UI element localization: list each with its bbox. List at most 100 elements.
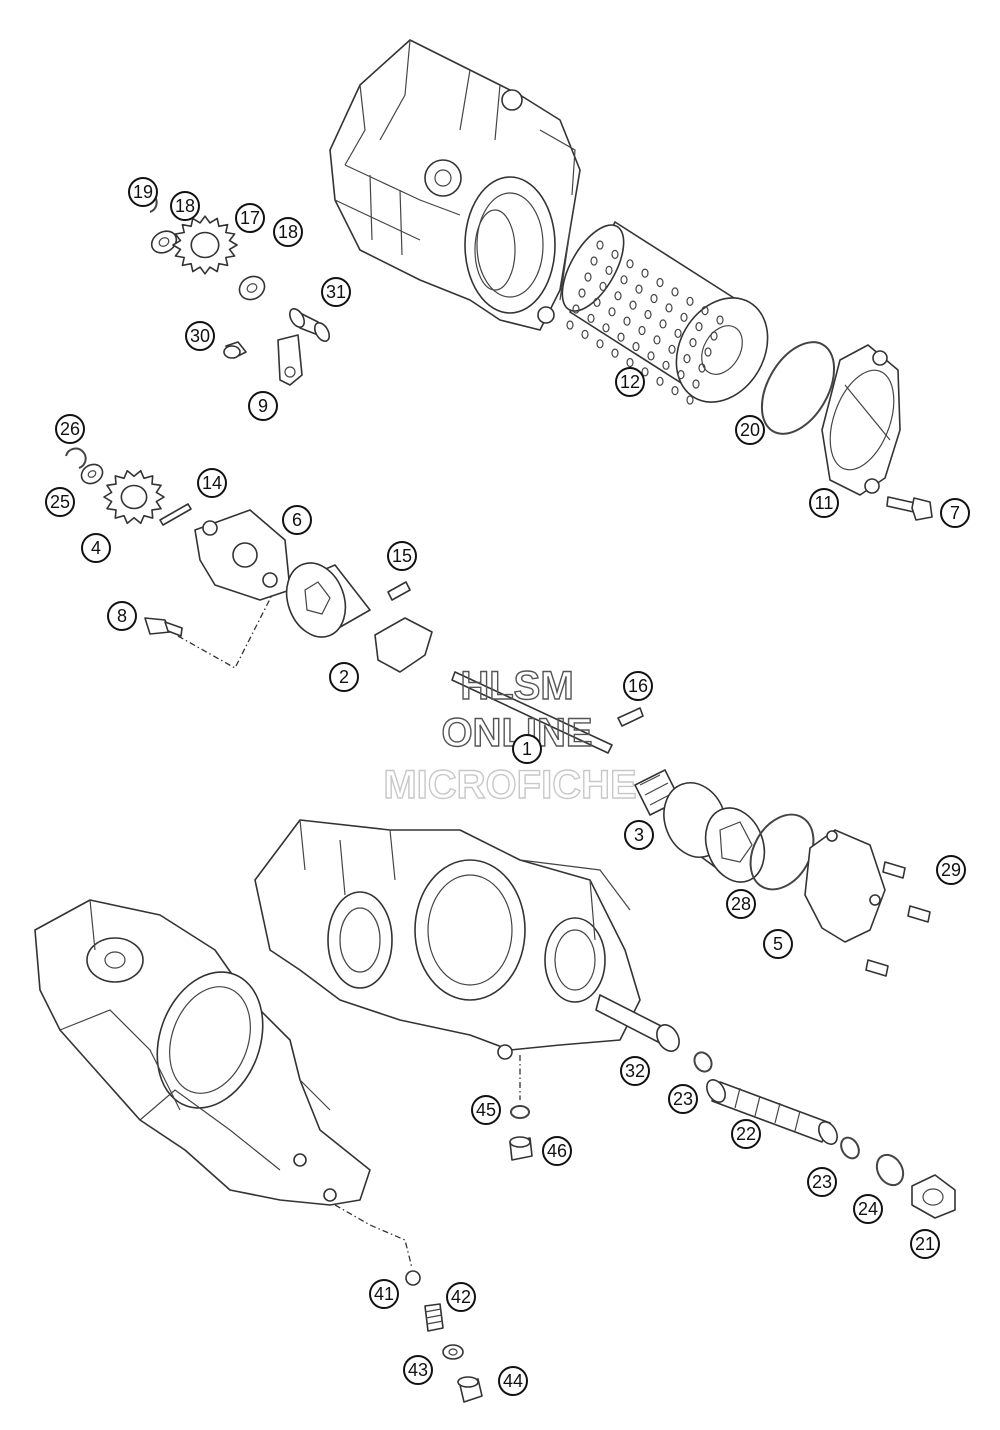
callout-20: 20 <box>735 415 765 445</box>
svg-text:6: 6 <box>292 510 302 530</box>
callout-30: 30 <box>185 321 215 351</box>
svg-text:23: 23 <box>673 1089 693 1109</box>
svg-text:11: 11 <box>815 493 834 513</box>
pump-cover-5 <box>804 829 886 943</box>
svg-text:29: 29 <box>941 860 961 880</box>
watermark-line1: HLSM <box>460 664 573 708</box>
upper-gear-group <box>136 191 331 386</box>
svg-text:7: 7 <box>950 503 960 523</box>
watermark: HLSM ONLINE MICROFICHE <box>383 663 638 807</box>
callout-21: 21 <box>910 1229 940 1259</box>
callout-23: 23 <box>807 1167 837 1197</box>
svg-text:26: 26 <box>60 419 80 439</box>
pump-gear-group <box>65 447 192 526</box>
svg-text:43: 43 <box>408 1360 428 1380</box>
callout-23: 23 <box>668 1084 698 1114</box>
leader-lines <box>177 594 521 1269</box>
oil-screen-group <box>693 1051 956 1219</box>
svg-text:20: 20 <box>740 420 760 440</box>
svg-text:45: 45 <box>476 1100 496 1120</box>
callout-19: 19 <box>128 177 158 207</box>
callout-25: 25 <box>45 487 75 517</box>
pins-and-bolt <box>144 581 644 727</box>
callout-44: 44 <box>498 1366 528 1396</box>
callout-46: 46 <box>542 1136 572 1166</box>
callout-3: 3 <box>624 820 654 850</box>
callout-24: 24 <box>853 1194 883 1224</box>
callout-22: 22 <box>731 1119 761 1149</box>
svg-text:41: 41 <box>374 1284 394 1304</box>
callout-18: 18 <box>170 191 200 221</box>
svg-text:18: 18 <box>278 222 298 242</box>
callout-29: 29 <box>936 855 966 885</box>
svg-text:1: 1 <box>522 739 532 759</box>
callout-15: 15 <box>387 541 417 571</box>
callout-8: 8 <box>107 601 137 631</box>
svg-text:30: 30 <box>190 326 210 346</box>
svg-text:12: 12 <box>620 372 640 392</box>
svg-text:31: 31 <box>326 282 346 302</box>
pump-rotor-3 <box>634 769 766 883</box>
svg-text:24: 24 <box>858 1199 878 1219</box>
callout-1: 1 <box>512 734 542 764</box>
svg-text:25: 25 <box>50 492 70 512</box>
svg-text:19: 19 <box>133 182 153 202</box>
callout-11: 11 <box>809 488 839 518</box>
bolts-29 <box>865 861 931 977</box>
svg-text:46: 46 <box>547 1141 567 1161</box>
svg-text:5: 5 <box>773 934 783 954</box>
bolt-7 <box>886 496 933 521</box>
callout-16: 16 <box>623 671 653 701</box>
lower-crankcase <box>34 899 371 1206</box>
middle-crankcase <box>254 819 680 1060</box>
callout-41: 41 <box>369 1279 399 1309</box>
callout-7: 7 <box>940 498 970 528</box>
svg-text:4: 4 <box>91 538 101 558</box>
svg-text:16: 16 <box>628 676 648 696</box>
callout-4: 4 <box>81 533 111 563</box>
callout-14: 14 <box>197 468 227 498</box>
callout-43: 43 <box>403 1355 433 1385</box>
callout-5: 5 <box>763 929 793 959</box>
callout-31: 31 <box>321 277 351 307</box>
svg-text:2: 2 <box>339 667 349 687</box>
drain-plug-group <box>509 1105 533 1161</box>
svg-text:3: 3 <box>634 825 644 845</box>
pump-cover-plate <box>194 509 291 601</box>
svg-text:28: 28 <box>731 894 751 914</box>
svg-text:22: 22 <box>736 1124 756 1144</box>
svg-text:32: 32 <box>625 1061 645 1081</box>
callout-42: 42 <box>446 1282 476 1312</box>
svg-text:23: 23 <box>812 1172 832 1192</box>
svg-text:8: 8 <box>117 606 127 626</box>
filter-cover <box>821 344 901 496</box>
callout-45: 45 <box>471 1095 501 1125</box>
svg-text:9: 9 <box>258 396 268 416</box>
oil-filter <box>561 221 769 405</box>
callout-28: 28 <box>726 889 756 919</box>
callout-9: 9 <box>248 391 278 421</box>
callout-6: 6 <box>282 505 312 535</box>
svg-text:17: 17 <box>240 208 260 228</box>
upper-crankcase <box>329 39 581 331</box>
callout-2: 2 <box>329 662 359 692</box>
callout-18: 18 <box>273 217 303 247</box>
callout-26: 26 <box>55 414 85 444</box>
svg-text:15: 15 <box>392 546 412 566</box>
svg-text:21: 21 <box>915 1234 935 1254</box>
callouts: 19 18 17 18 31 30 9 12 20 11 7 26 14 25 … <box>45 177 970 1396</box>
valve-group <box>405 1270 483 1403</box>
watermark-line3: MICROFICHE <box>383 763 636 807</box>
svg-text:18: 18 <box>175 196 195 216</box>
callout-32: 32 <box>620 1056 650 1086</box>
svg-text:14: 14 <box>202 473 222 493</box>
callout-17: 17 <box>235 203 265 233</box>
svg-text:44: 44 <box>503 1371 523 1391</box>
callout-12: 12 <box>615 367 645 397</box>
pump-shaft <box>451 671 613 754</box>
svg-text:42: 42 <box>451 1287 471 1307</box>
pump-rotor-2 <box>285 562 433 673</box>
o-ring-28 <box>749 813 815 891</box>
